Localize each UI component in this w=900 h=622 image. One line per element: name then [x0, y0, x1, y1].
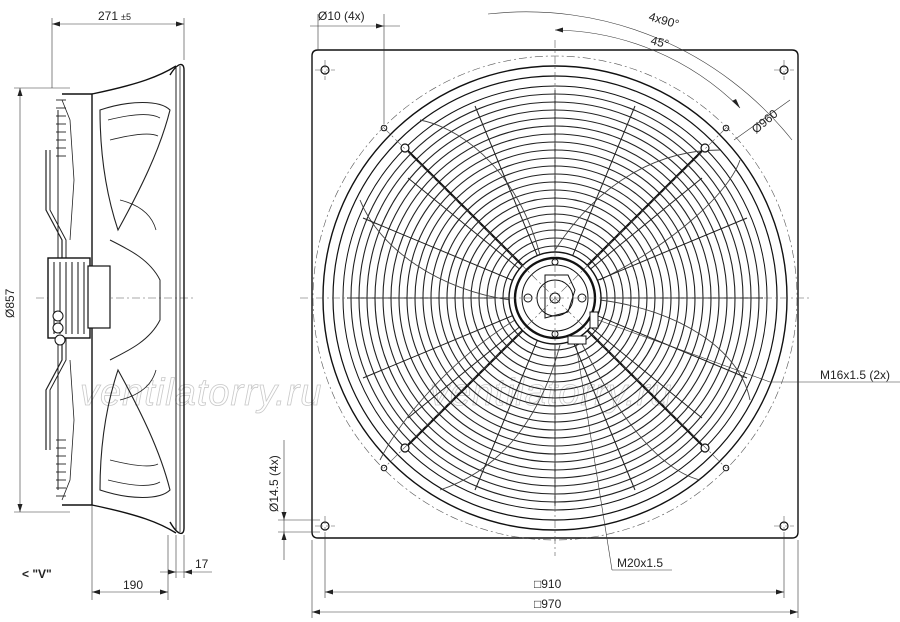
hole-side-label: Ø14.5 (4x) — [267, 455, 281, 512]
fan-diameter-label: Ø857 — [3, 288, 17, 318]
square-910-label: □910 — [534, 577, 562, 591]
view-v-label: < "V" — [22, 567, 52, 581]
angle-45-label: 45° — [649, 33, 670, 51]
side-view: 271 ±5 Ø857 — [3, 9, 212, 600]
thread-m16-label: M16x1.5 (2x) — [820, 368, 890, 382]
thread-m20-label: M20x1.5 — [617, 556, 663, 570]
hole-top-label: Ø10 (4x) — [318, 9, 365, 23]
dim-17-label: 17 — [195, 557, 209, 571]
depth-tolerance-label: ±5 — [121, 12, 131, 22]
watermark-repeat: ventilatorry.ru — [430, 372, 672, 414]
angle-4x90-label: 4x90° — [647, 9, 681, 31]
corner-holes — [315, 60, 794, 536]
depth-label: 271 — [98, 9, 118, 23]
watermark: ventilatorry.ru — [80, 372, 322, 414]
dim-190-label: 190 — [123, 578, 143, 592]
square-970-label: □970 — [534, 597, 562, 611]
front-view: Ø10 (4x) 4x90° 45° Ø960 M16x1.5 (2x) M20… — [267, 9, 900, 618]
